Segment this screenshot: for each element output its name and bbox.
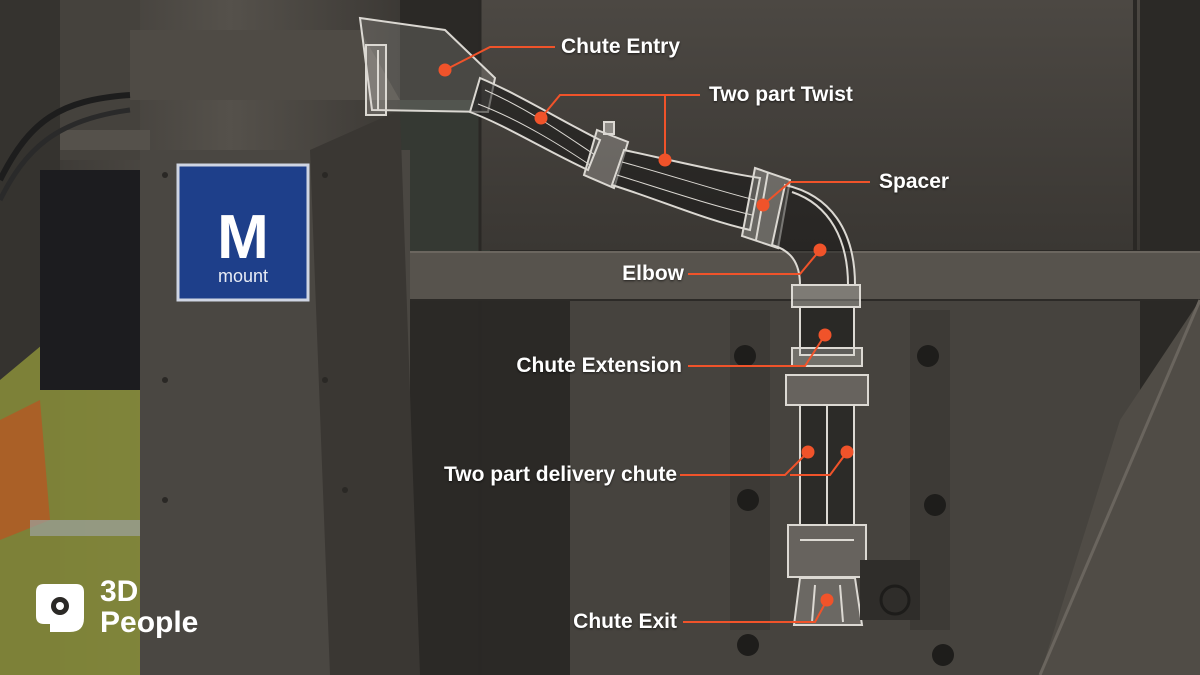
chute-assembly [358, 16, 869, 626]
chute-entry-part [358, 16, 497, 116]
callout-chute-extension: Chute Extension [516, 354, 682, 377]
callout-dot-elbow [813, 243, 827, 257]
rear-steel-panel [480, 0, 1140, 250]
callout-lines [444, 46, 870, 623]
elbow-part [770, 183, 857, 286]
mount-sign-word: mount [218, 266, 268, 286]
callout-dot-chute-exit [820, 593, 834, 607]
callout-dot-delivery-1 [801, 445, 815, 459]
mount-sign-letter: M [217, 203, 269, 272]
brand-line-1: 3D [100, 575, 139, 608]
callout-two-part-twist: Two part Twist [709, 83, 853, 106]
brand-wordmark: 3D People [100, 576, 198, 638]
exit-bracket [860, 560, 920, 620]
callout-dot-twist-2 [658, 153, 672, 167]
callout-dots [438, 63, 854, 607]
housing-side [310, 110, 420, 675]
worker-hivis-vest [0, 310, 140, 675]
callout-dot-twist-1 [534, 111, 548, 125]
callout-chute-exit: Chute Exit [573, 610, 677, 633]
mount-sign: M mount [176, 163, 310, 302]
callout-elbow: Elbow [622, 262, 684, 285]
brand-line-2: People [100, 606, 199, 639]
worker-jacket [40, 170, 140, 390]
delivery-chute-part [785, 374, 869, 578]
twist-part-2 [610, 148, 762, 232]
callout-chute-entry: Chute Entry [561, 35, 681, 58]
cable [0, 92, 131, 182]
callout-dot-delivery-2 [840, 445, 854, 459]
callout-spacer: Spacer [879, 170, 950, 193]
elbow-collar [791, 284, 861, 308]
callout-two-part-delivery-chute: Two part delivery chute [444, 463, 677, 486]
callout-dot-spacer [756, 198, 770, 212]
callout-dot-chute-entry [438, 63, 452, 77]
panel-knobs [734, 345, 954, 666]
twist-part-1 [468, 76, 602, 172]
callout-dot-chute-extension [818, 328, 832, 342]
brand-logo-icon [36, 584, 84, 632]
